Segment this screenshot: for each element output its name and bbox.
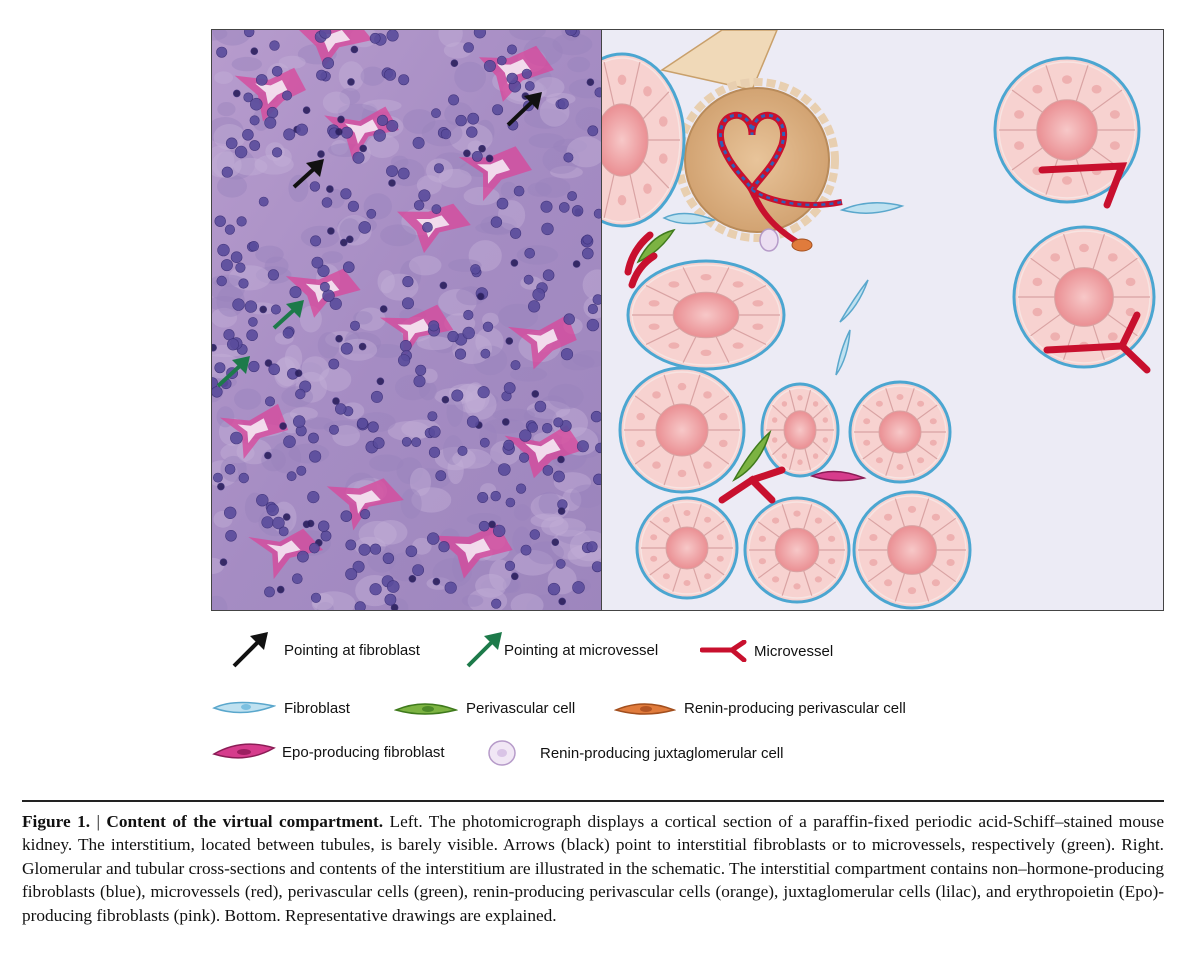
legend-label-renin-juxtaglomerular: Renin-producing juxtaglomerular cell [540,745,783,762]
legend-fibroblast-arrow: Pointing at fibroblast [230,630,420,670]
tubule-cross-section [637,498,737,598]
legend-label-microvessel-arrow: Pointing at microvessel [504,642,658,659]
legend-epo-fibroblast: Epo-producing fibroblast [212,740,445,764]
legend-label-perivascular: Perivascular cell [466,700,575,717]
caption-separator: | [90,812,106,831]
tubule-cross-section [628,261,784,369]
legend-label-fibroblast-arrow: Pointing at fibroblast [284,642,420,659]
epo-fibroblast-icon [212,740,276,764]
legend-microvessel-arrow: Pointing at microvessel [464,630,658,670]
legend-label-fibroblast: Fibroblast [284,700,350,717]
perivascular-cell-icon [394,696,458,720]
microvessel-icon [700,640,748,662]
figure-caption: Figure 1. | Content of the virtual compa… [22,810,1164,927]
tubule-cross-section [762,384,838,476]
figure-panel [211,29,1164,611]
legend-fibroblast: Fibroblast [212,696,350,720]
tubule-cross-section [854,492,970,608]
photomicrograph [212,30,602,611]
legend-perivascular: Perivascular cell [394,696,575,720]
glomerulus [679,82,842,251]
legend-label-renin-perivascular: Renin-producing perivascular cell [684,700,906,717]
renin-perivascular-cell-icon [614,696,676,720]
pas-stained-kidney-section [212,30,602,611]
juxtaglomerular-cell-icon [486,738,518,768]
caption-divider [22,800,1164,802]
legend-renin-juxtaglomerular: Renin-producing juxtaglomerular cell [486,738,783,768]
green-arrow-icon [464,630,504,670]
black-arrow-icon [230,630,270,670]
caption-title: Content of the virtual compartment. [106,812,383,831]
legend-microvessel: Microvessel [700,640,833,662]
legend-label-microvessel: Microvessel [754,643,833,660]
legend-label-epo-fibroblast: Epo-producing fibroblast [282,744,445,761]
tubule-cross-section [850,382,950,482]
caption-label: Figure 1. [22,812,90,831]
fibroblast-icon [212,696,276,720]
schematic-illustration [602,30,1164,611]
tubule-cross-section [602,54,684,226]
legend-renin-perivascular: Renin-producing perivascular cell [614,696,906,720]
tubule-cross-section [620,368,744,492]
kidney-interstitium-schematic [602,30,1164,611]
tubule-cross-section [745,498,849,602]
